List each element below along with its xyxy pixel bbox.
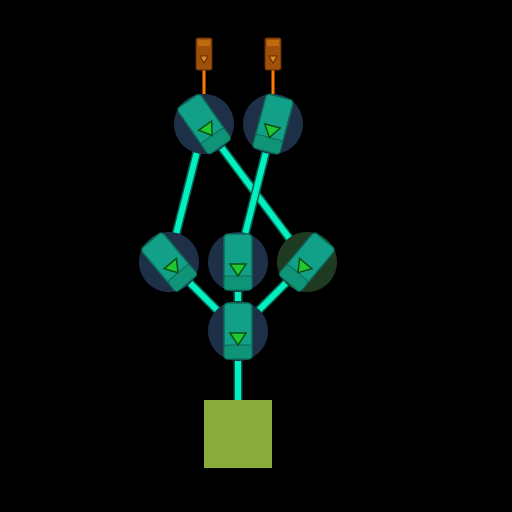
node-base bbox=[223, 275, 253, 291]
triangle-arrow-icon bbox=[228, 332, 248, 347]
splitter-node-icon[interactable] bbox=[243, 93, 303, 155]
source-cap bbox=[198, 40, 210, 46]
splitter-node-icon[interactable] bbox=[174, 93, 234, 155]
triangle-arrow-icon bbox=[263, 122, 282, 139]
triangle-arrow-icon bbox=[228, 263, 248, 278]
node-body bbox=[252, 93, 294, 155]
source-cap bbox=[267, 40, 279, 46]
node-body bbox=[223, 233, 253, 291]
triangle-arrow-icon bbox=[199, 55, 209, 65]
triangle-arrow-icon bbox=[268, 55, 278, 65]
node-layer bbox=[139, 37, 337, 468]
splitter-node-icon[interactable] bbox=[277, 232, 337, 293]
node-base bbox=[223, 344, 253, 360]
source-emitter-icon[interactable] bbox=[264, 37, 282, 71]
splitter-node-icon[interactable] bbox=[208, 301, 268, 361]
node-body bbox=[223, 302, 253, 360]
sink-block-icon[interactable] bbox=[204, 400, 272, 468]
node-body bbox=[279, 232, 335, 292]
triangle-arrow-icon bbox=[297, 256, 314, 274]
splitter-node-icon[interactable] bbox=[208, 232, 268, 292]
triangle-arrow-icon bbox=[197, 119, 213, 137]
node-body bbox=[177, 93, 231, 155]
source-emitter-icon[interactable] bbox=[195, 37, 213, 71]
splitter-node-icon[interactable] bbox=[139, 232, 199, 293]
node-body bbox=[141, 232, 197, 292]
triangle-arrow-icon bbox=[162, 256, 179, 274]
